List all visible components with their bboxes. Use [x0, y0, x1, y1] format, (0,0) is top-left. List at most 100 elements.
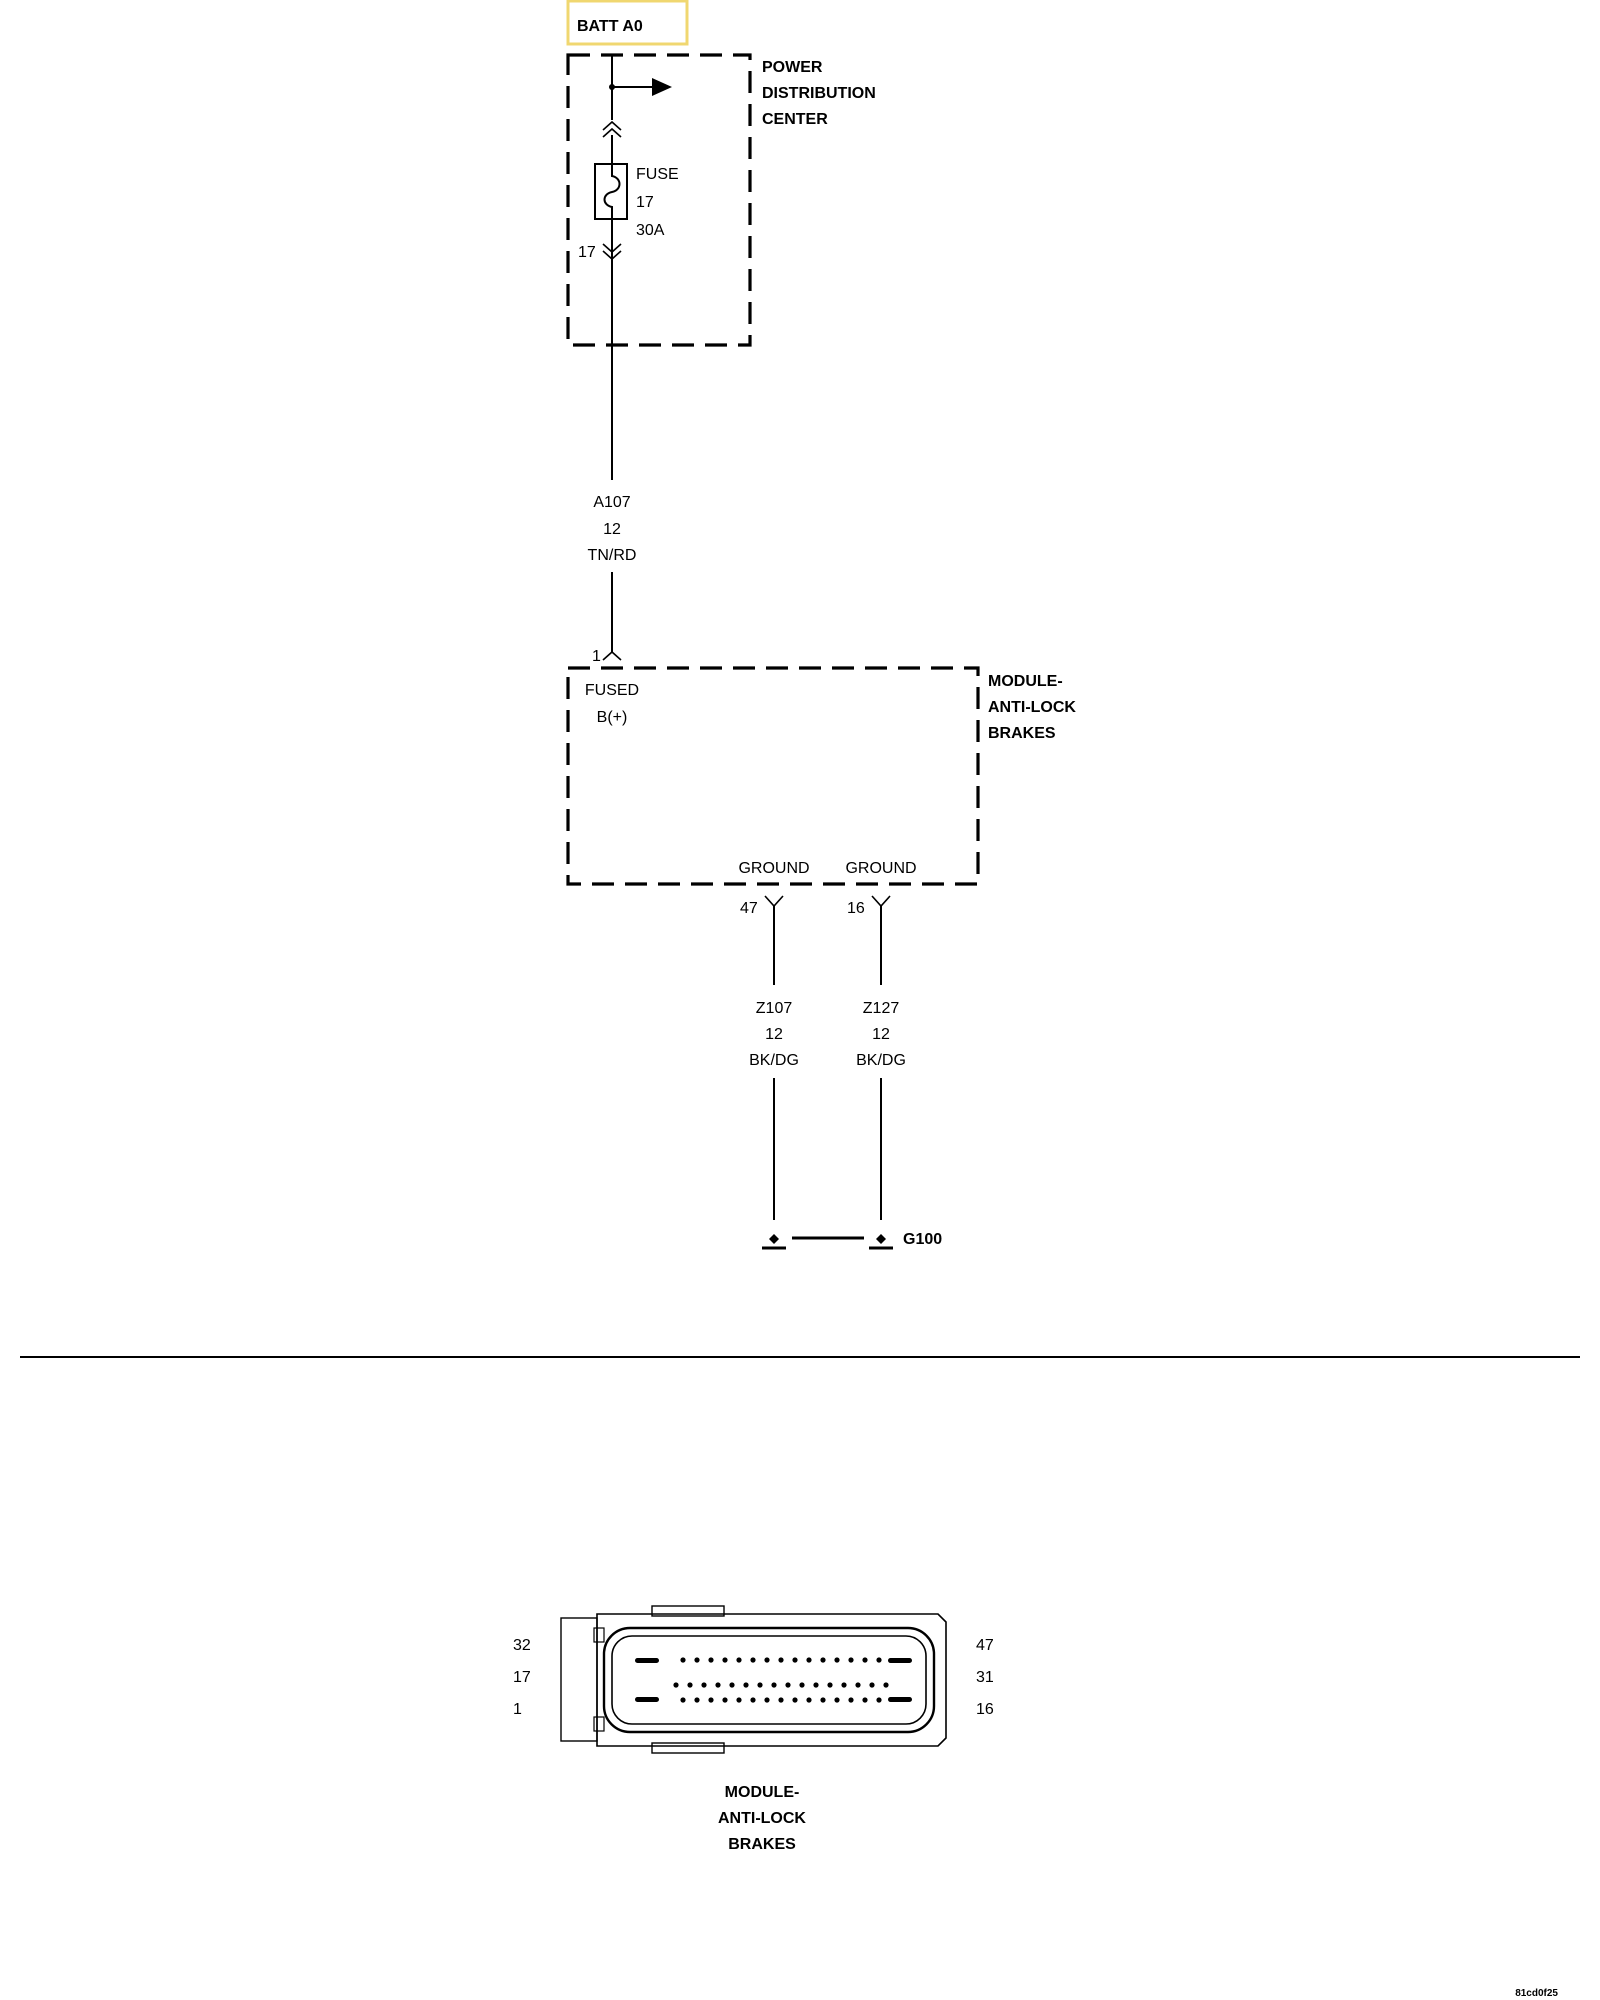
ground-eyelet-2-icon	[876, 1234, 886, 1244]
fuse-label-line-3: 30A	[636, 222, 665, 239]
connector-pin	[778, 1697, 784, 1703]
abs-ground-1-pin: 47	[740, 900, 758, 917]
bus-continuation-arrow-icon	[652, 78, 672, 96]
connector-pin	[722, 1657, 728, 1663]
connector-pin	[806, 1697, 812, 1703]
connector-pin	[771, 1682, 777, 1688]
connector-pin	[813, 1682, 819, 1688]
connector-pin	[806, 1657, 812, 1663]
wire-z127-circuit: Z127	[863, 1000, 900, 1017]
connector-latch-tab-bottom	[593, 1716, 605, 1732]
wire-a107-gauge: 12	[603, 521, 621, 538]
connector-label-line-2: ANTI-LOCK	[718, 1810, 806, 1827]
pdc-label-line-3: CENTER	[762, 111, 828, 128]
connector-bottom-lock	[651, 1742, 725, 1754]
wire-z127: 16 Z127 12 BK/DG	[847, 895, 906, 1220]
connector-label-line-3: BRAKES	[728, 1836, 796, 1853]
fuse-element	[603, 164, 621, 219]
connector-pin	[792, 1657, 798, 1663]
connector-pin	[715, 1682, 721, 1688]
connector-pin	[736, 1657, 742, 1663]
connector-pin	[694, 1657, 700, 1663]
connector-large-terminal-3	[635, 1697, 659, 1702]
connector-pin	[848, 1657, 854, 1663]
connector-pin	[694, 1697, 700, 1703]
connector-housing	[596, 1613, 947, 1747]
connector-large-terminal-2	[888, 1658, 912, 1663]
connector-pin	[876, 1697, 882, 1703]
connector-pin	[708, 1697, 714, 1703]
fuse-label-line-1: FUSE	[636, 166, 679, 183]
wire-a107-color: TN/RD	[588, 547, 637, 564]
connector-pin	[834, 1697, 840, 1703]
connector-pin	[687, 1682, 693, 1688]
connector-pin	[827, 1682, 833, 1688]
abs-module-label-line-3: BRAKES	[988, 725, 1056, 742]
wire-z127-gauge: 12	[872, 1026, 890, 1043]
connector-pin	[680, 1697, 686, 1703]
connector-right-pin-bottom: 16	[976, 1701, 994, 1718]
connector-left-pin-bottom: 1	[513, 1701, 522, 1718]
connector-pin	[862, 1697, 868, 1703]
pdc-dashed-outline	[566, 53, 752, 347]
footer-code: 81cd0f25	[1515, 1988, 1558, 1999]
connector-pin	[883, 1682, 889, 1688]
connector-left-pin-top: 32	[513, 1637, 531, 1654]
connector-pin	[764, 1657, 770, 1663]
batt-a0-label: BATT A0	[577, 18, 643, 35]
connector-pin	[820, 1697, 826, 1703]
connector-pin	[673, 1682, 679, 1688]
connector-pin-grid	[673, 1657, 889, 1703]
wire-a107: A107 12 TN/RD 1	[588, 258, 637, 665]
connector-right-pin-top: 47	[976, 1637, 994, 1654]
fuse-upper-connector-icon	[602, 120, 622, 131]
connector-pin	[680, 1657, 686, 1663]
abs-ground-2-pin: 16	[847, 900, 865, 917]
connector-pin	[757, 1682, 763, 1688]
abs-input-pin-number: 1	[592, 648, 601, 665]
connector-pin	[750, 1657, 756, 1663]
connector-pin	[841, 1682, 847, 1688]
connector-latch-side	[560, 1617, 598, 1742]
fuse-17-icon	[594, 163, 628, 220]
connector-pin	[820, 1657, 826, 1663]
connector-pin	[785, 1682, 791, 1688]
batt-a0-border	[566, 0, 689, 46]
abs-module-label-line-2: ANTI-LOCK	[988, 699, 1076, 716]
batt-a0-box: BATT A0	[566, 0, 689, 46]
connector-pin	[778, 1657, 784, 1663]
connector-body-icon	[560, 1605, 947, 1754]
connector-pin	[743, 1682, 749, 1688]
fuse-lower-connector-icon	[602, 243, 622, 254]
ground-g100: G100	[762, 1231, 942, 1250]
connector-pin	[792, 1697, 798, 1703]
abs-pin-47-connector-icon	[764, 895, 784, 908]
wire-z107-color: BK/DG	[749, 1052, 799, 1069]
abs-connector-face-view: 32 17 1 47 31 16 MODULE- ANTI-LOCK BR	[513, 1605, 994, 1853]
ground-eyelet-1-icon	[769, 1234, 779, 1244]
connector-pin	[708, 1657, 714, 1663]
connector-pin	[834, 1657, 840, 1663]
fuse-upper-connector-icon-2	[602, 127, 622, 138]
abs-pin-1-connector-icon	[602, 650, 622, 661]
connector-pin	[799, 1682, 805, 1688]
abs-module: MODULE- ANTI-LOCK BRAKES FUSED B(+) GROU…	[566, 666, 1076, 886]
connector-pin	[722, 1697, 728, 1703]
wire-z107-circuit: Z107	[756, 1000, 793, 1017]
connector-top-lock	[651, 1605, 725, 1617]
connector-pin	[736, 1697, 742, 1703]
abs-input-label-line-1: FUSED	[585, 682, 639, 699]
fuse-cavity-number: 17	[578, 244, 596, 261]
fuse-label-line-2: 17	[636, 194, 654, 211]
wire-z107: 47 Z107 12 BK/DG	[740, 895, 799, 1220]
connector-face-outer	[602, 1626, 936, 1734]
pdc-label-line-1: POWER	[762, 59, 823, 76]
connector-pin	[701, 1682, 707, 1688]
connector-large-terminal-1	[635, 1658, 659, 1663]
connector-latch-tab-top	[593, 1627, 605, 1643]
connector-pin	[876, 1657, 882, 1663]
connector-pin	[729, 1682, 735, 1688]
abs-module-label-line-1: MODULE-	[988, 673, 1063, 690]
abs-pin-16-connector-icon	[871, 895, 891, 908]
pdc-label-line-2: DISTRIBUTION	[762, 85, 876, 102]
